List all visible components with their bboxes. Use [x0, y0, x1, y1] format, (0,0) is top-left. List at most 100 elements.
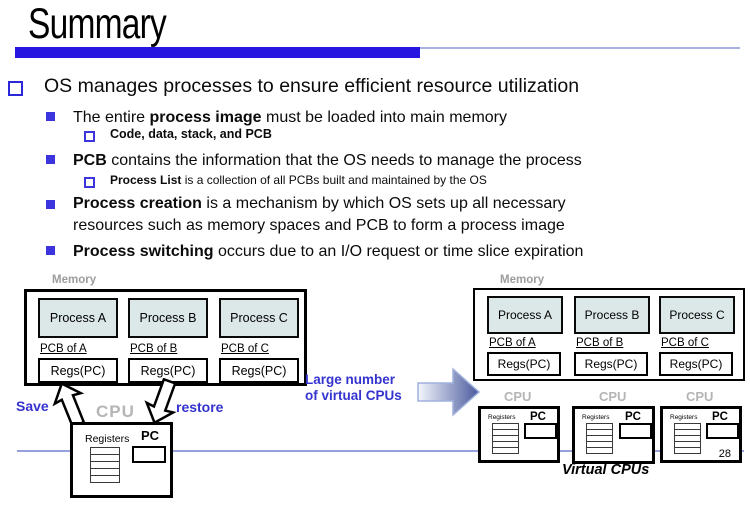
register-row	[587, 442, 612, 448]
register-row	[91, 455, 119, 462]
pcb-label: PCB of A	[40, 343, 87, 355]
register-row	[675, 448, 700, 453]
cpu-box-left: Registers PC	[70, 422, 173, 498]
memory-label-left: Memory	[52, 274, 97, 286]
process-box: Process C	[659, 296, 735, 334]
register-row	[675, 436, 700, 442]
register-row	[675, 442, 700, 448]
process-box: Process B	[128, 298, 208, 338]
virtual-cpus-label: Virtual CPUs	[562, 462, 650, 478]
restore-label: restore	[176, 399, 224, 415]
register-row	[675, 430, 700, 436]
pcb-label: PCB of A	[489, 337, 536, 349]
bullet-code-data: Code, data, stack, and PCB	[110, 127, 272, 141]
page-title: Summary	[28, 0, 205, 48]
register-row	[91, 448, 119, 455]
text-segment: occurs due to an I/O request or time sli…	[213, 243, 584, 260]
registers-label: Registers	[582, 414, 610, 421]
process-box: Process B	[574, 296, 650, 334]
register-row	[91, 476, 119, 482]
pcb-label: PCB of C	[661, 337, 709, 349]
pc-label: PC	[625, 411, 641, 423]
text-segment: is a mechanism by which OS sets up all n…	[201, 195, 566, 212]
register-row	[493, 436, 518, 442]
register-row	[91, 469, 119, 476]
pcb-label: PCB of B	[576, 337, 624, 349]
horizontal-guide-line	[17, 450, 744, 452]
process-box: Process A	[487, 296, 563, 334]
text-segment-bold: Process switching	[73, 243, 214, 260]
bullet-process-creation: Process creation is a mechanism by which…	[73, 193, 566, 237]
registers-stack	[90, 447, 120, 483]
process-box: Process C	[219, 298, 299, 338]
bullet-process-image: The entire process image must be loaded …	[73, 107, 507, 129]
pcb-label: PCB of B	[130, 343, 178, 355]
register-row	[493, 430, 518, 436]
slide-number: 28	[718, 448, 731, 460]
save-arrow-icon	[52, 381, 86, 428]
cpu-label: CPU	[504, 389, 532, 404]
bullet-square-icon	[84, 131, 95, 142]
save-label: Save	[16, 398, 49, 414]
memory-box-right: Process A Process B Process C PCB of A P…	[473, 288, 745, 381]
bullet-process-list: Process List is a collection of all PCBs…	[110, 173, 487, 187]
text-segment: contains the information that the OS nee…	[106, 152, 582, 169]
bullet-square-icon	[84, 177, 95, 188]
virtualization-arrow-icon	[417, 367, 481, 417]
registers-label: Registers	[670, 414, 698, 421]
memory-label-right: Memory	[500, 274, 545, 286]
bullet-process-switching: Process switching occurs due to an I/O r…	[73, 241, 583, 263]
text-segment-bold: process image	[149, 109, 262, 126]
register-row	[587, 448, 612, 453]
caption-line: of virtual CPUs	[305, 388, 402, 403]
registers-stack	[586, 423, 613, 454]
pc-box	[706, 423, 739, 439]
regs-box: Regs(PC)	[659, 352, 733, 376]
cpu-label-left: CPU	[96, 402, 135, 421]
regs-box: Regs(PC)	[574, 352, 648, 376]
cpu-box: Registers PC	[478, 406, 560, 463]
text-segment: must be loaded into main memory	[261, 109, 507, 126]
cpu-box: Registers PC 28	[660, 406, 742, 463]
register-row	[587, 430, 612, 436]
text-segment-bold: Process creation	[73, 195, 202, 212]
pc-box	[132, 446, 166, 463]
register-row	[675, 424, 700, 430]
restore-arrow-icon	[144, 378, 177, 425]
registers-stack	[492, 423, 519, 454]
register-row	[91, 462, 119, 469]
regs-box: Regs(PC)	[128, 358, 208, 383]
caption-line: Large number	[305, 372, 396, 387]
text-segment-bold: Process List	[110, 173, 182, 187]
registers-label: Registers	[488, 414, 516, 421]
pc-label: PC	[141, 428, 160, 443]
process-box: Process A	[38, 298, 118, 338]
cpu-label: CPU	[686, 389, 714, 404]
large-number-caption: Large number of virtual CPUs	[305, 372, 402, 404]
pcb-label: PCB of C	[221, 343, 269, 355]
cpu-box: Registers PC	[572, 406, 655, 464]
bullet-square-icon	[46, 246, 55, 255]
regs-box: Regs(PC)	[219, 358, 299, 383]
title-rule-thick	[15, 47, 420, 58]
cpu-label: CPU	[599, 389, 627, 404]
bullet-pcb: PCB contains the information that the OS…	[73, 150, 582, 172]
register-row	[493, 448, 518, 453]
bullet-square-icon	[46, 200, 55, 209]
registers-stack	[674, 423, 701, 454]
pc-label: PC	[712, 411, 728, 423]
registers-label: Registers	[85, 433, 130, 445]
register-row	[493, 424, 518, 430]
register-row	[587, 424, 612, 430]
bullet-square-icon	[8, 81, 23, 96]
bullet-l1: OS manages processes to ensure efficient…	[44, 75, 580, 97]
bullet-square-icon	[46, 112, 55, 121]
pc-box	[524, 423, 557, 439]
text-segment: The entire	[73, 109, 150, 126]
register-row	[587, 436, 612, 442]
register-row	[493, 442, 518, 448]
memory-box-left: Process A Process B Process C PCB of A P…	[24, 289, 307, 386]
pc-label: PC	[530, 411, 546, 423]
page-title-text: Summary	[28, 0, 167, 48]
